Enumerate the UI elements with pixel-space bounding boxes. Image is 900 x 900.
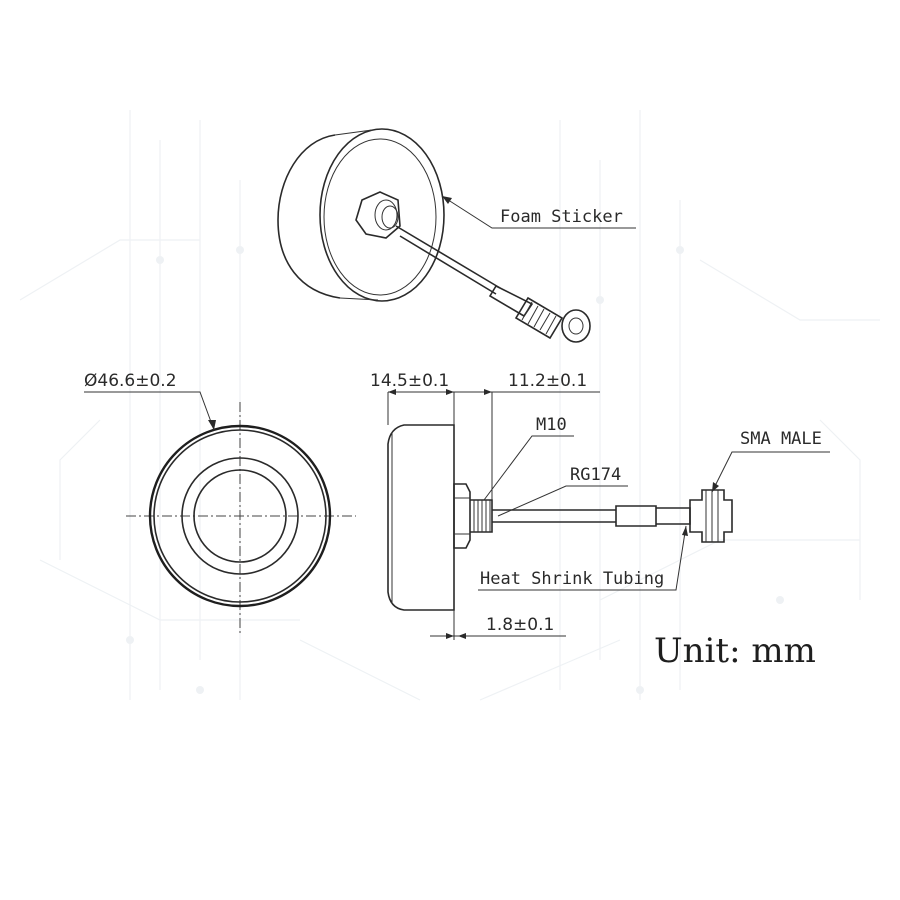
- connector-label: SMA MALE: [740, 429, 822, 449]
- diameter-leader: [84, 391, 215, 431]
- perspective-view: Foam Sticker: [277, 128, 636, 343]
- side-view-nut: [453, 483, 471, 549]
- base-thickness-dimension-label: 1.8±0.1: [486, 615, 554, 635]
- background-circuit-pattern: [19, 110, 880, 701]
- thread-label: M10: [536, 415, 567, 435]
- diameter-label: Ø46.6±0.2: [84, 371, 177, 391]
- thread-leader: [483, 435, 574, 501]
- side-view-thread: [470, 499, 493, 533]
- stud-length-dimension-label: 11.2±0.1: [508, 371, 587, 391]
- top-view-inner-ring: [181, 457, 299, 575]
- top-view-inner-core: [193, 469, 287, 563]
- height-dimension-label: 14.5±0.1: [370, 371, 449, 391]
- tubing-leader: [478, 525, 687, 591]
- puck-side-body: [277, 134, 341, 299]
- mount-nut: [355, 191, 401, 239]
- side-view: 14.5±0.1 11.2±0.1 M10 RG174 SMA MALE Hea…: [370, 371, 830, 640]
- perspective-cable: [395, 225, 501, 295]
- side-view-sma: [689, 489, 733, 543]
- unit-label: Unit: mm: [654, 631, 816, 671]
- cable-leader: [497, 485, 628, 517]
- perspective-sma-connector: [514, 296, 564, 340]
- puck-top-face: [319, 128, 445, 302]
- side-view-puck: [387, 424, 455, 611]
- foam-sticker-label: Foam Sticker: [500, 207, 623, 227]
- cable-label: RG174: [570, 465, 621, 485]
- connector-leader: [711, 451, 830, 493]
- side-view-cable: [492, 509, 616, 523]
- top-view-outer-inner: [153, 429, 327, 603]
- foam-sticker-leader: [441, 195, 636, 229]
- top-view: Ø46.6±0.2: [84, 371, 356, 636]
- tubing-label: Heat Shrink Tubing: [480, 569, 664, 589]
- side-view-heat-shrink: [615, 505, 657, 527]
- top-view-outer-edge: [148, 424, 332, 608]
- puck-top-inner: [323, 138, 437, 296]
